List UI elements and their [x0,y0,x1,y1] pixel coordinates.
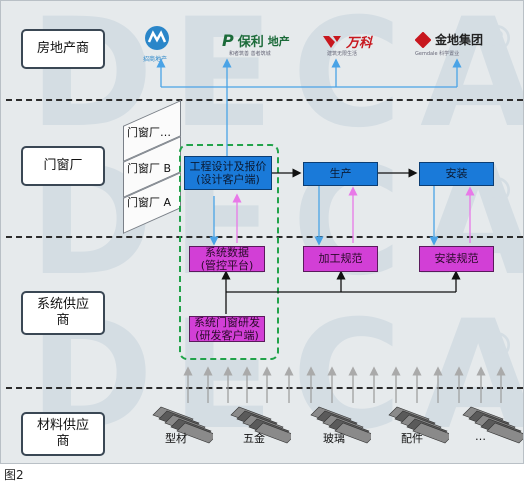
lane-label-factory: 门窗厂 [21,146,105,186]
material-stack-icon [310,406,371,444]
system-platform-group [179,144,279,360]
material-label: 玻璃 [323,432,345,445]
gemdale-logo-icon [415,31,431,48]
lane-label-material-supplier: 材料供应 商 [21,412,105,456]
lane-separator [6,236,523,238]
material-label: … [475,430,486,443]
system-rd: 系统门窗研发 (研发客户端) [189,316,265,342]
factory-card-label: 门窗厂 A [127,196,172,209]
gemdale-logo-text: 金地集团 [435,33,484,47]
vanke-slogan: 建筑无限生活 [327,51,358,57]
factory-card-label: 门窗厂… [127,126,171,139]
poly-logo-text: 保利 [237,35,264,50]
process-design: 工程设计及报价 (设计客户端) [184,156,272,190]
lane-label-system-supplier: 系统供应 商 [21,291,105,335]
connector-lines [156,58,506,403]
material-label: 五金 [243,432,265,445]
logo-china-merchants-name: 招商地产 [143,56,168,63]
process-production: 生产 [303,162,378,186]
material-stack-icon [462,406,523,444]
poly-logo-suffix: 地产 [267,34,290,48]
vanke-logo-text: 万科 [346,36,373,51]
poly-slogan: 和者筑善 善者筑城 [229,51,271,57]
lane-label-developer: 房地产商 [21,29,105,69]
logo-gemdale: 金地集团 [415,31,483,48]
lane-separator [6,99,523,101]
lane-separator [6,387,523,389]
logo-china-merchants [143,25,171,51]
material-label: 配件 [401,432,423,445]
process-install: 安装 [419,162,494,186]
material-stack-icon [230,406,291,444]
figure-caption: 图2 [4,468,24,482]
material-label: 型材 [165,432,187,445]
process-spec: 加工规范 [303,246,378,272]
vanke-logo-icon [323,35,341,48]
gemdale-slogan: Gemdale 科学置业 [415,51,460,57]
watermark-reg-1: ® [479,19,515,60]
install-spec: 安装规范 [419,246,494,272]
material-stack-icon [388,406,449,444]
factory-card-label: 门窗厂 B [127,162,172,175]
diagram-panel: DECA DECA DECA ® ® ® 房地产商 门窗厂 系统供应 商 材料供… [0,0,524,464]
watermark-reg-3: ® [479,326,515,367]
poly-logo-mark-icon: P [222,31,234,50]
system-data: 系统数据 (管控平台) [189,246,265,272]
material-stack-icon [152,406,213,444]
watermark-decа-1: DECA [29,0,524,161]
logo-vanke: 万科 [322,32,372,51]
logo-poly: P 保利 地产 [222,31,290,50]
china-merchants-logo-icon [145,26,169,50]
